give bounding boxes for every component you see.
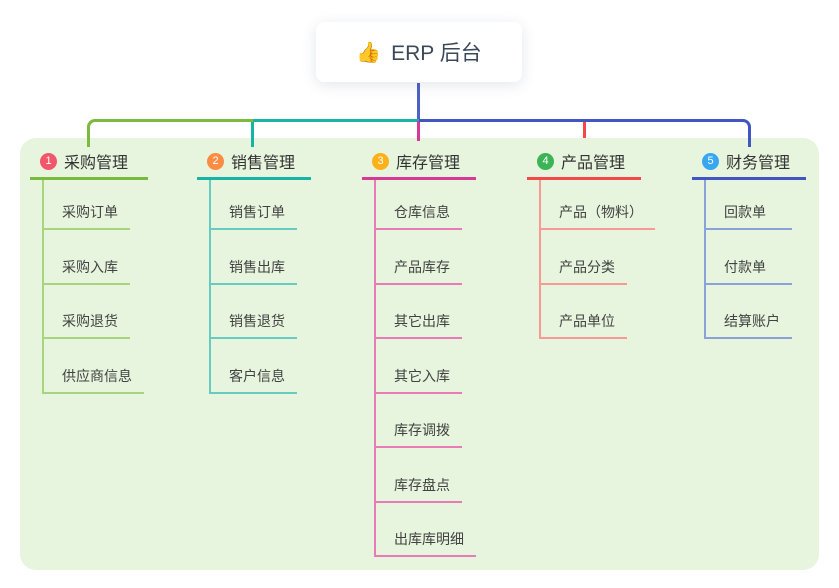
branch-label: 库存管理 xyxy=(396,155,461,172)
branch-column: 1 采购管理 采购订单采购入库采购退货供应商信息 xyxy=(30,150,148,394)
node-label: 产品单位 xyxy=(559,313,615,329)
branch-children: 产品（物料） 产品分类产品单位 xyxy=(539,180,655,339)
branch-label: 销售管理 xyxy=(231,155,296,172)
branch-children: 销售订单销售出库销售退货客户信息 xyxy=(209,180,311,394)
branch-header-node[interactable]: 1 采购管理 xyxy=(30,150,148,180)
branch-column: 3 库存管理 仓库信息产品库存其它出库其它入库库存调拨库存盘点出库库明细 xyxy=(362,150,476,557)
mindmap-node[interactable]: 采购订单 xyxy=(44,180,130,230)
mindmap-node[interactable]: 采购退货 xyxy=(44,285,130,339)
mindmap-node[interactable]: 付款单 xyxy=(706,230,792,285)
mindmap-node[interactable]: 出库库明细 xyxy=(376,503,476,557)
branches-panel xyxy=(20,138,819,570)
node-label: 销售退货 xyxy=(229,313,285,329)
connector-line xyxy=(87,119,253,147)
connector-line xyxy=(251,119,420,122)
mindmap-node[interactable]: 其它出库 xyxy=(376,285,462,339)
mindmap-node[interactable]: 库存盘点 xyxy=(376,448,462,503)
node-label: 仓库信息 xyxy=(394,204,450,220)
branch-label: 产品管理 xyxy=(561,155,626,172)
connector-line xyxy=(583,121,586,138)
mindmap-node[interactable]: 产品单位 xyxy=(541,285,627,339)
branch-number-badge: 1 xyxy=(40,152,57,170)
mindmap-node[interactable]: 回款单 xyxy=(706,180,792,230)
mindmap-node[interactable]: 销售出库 xyxy=(211,230,297,285)
branch-label: 采购管理 xyxy=(64,155,129,172)
root-node[interactable]: 👍 ERP 后台 xyxy=(316,22,522,82)
node-label: 回款单 xyxy=(724,204,766,220)
mindmap-node[interactable]: 其它入库 xyxy=(376,339,462,394)
branch-children: 仓库信息产品库存其它出库其它入库库存调拨库存盘点出库库明细 xyxy=(374,180,476,557)
mindmap-node[interactable]: 客户信息 xyxy=(211,339,297,394)
connector-line xyxy=(419,119,751,147)
node-label: 采购退货 xyxy=(62,313,118,329)
branch-number-badge: 3 xyxy=(372,152,389,170)
node-label: 结算账户 xyxy=(724,313,780,329)
connector-line xyxy=(417,121,420,141)
branch-children: 回款单付款单结算账户 xyxy=(704,180,806,339)
node-label: 产品分类 xyxy=(559,258,615,275)
mindmap-node[interactable]: 产品（物料） xyxy=(541,180,655,230)
root-label: ERP 后台 xyxy=(391,42,482,65)
mindmap-node[interactable]: 库存调拨 xyxy=(376,394,462,448)
mindmap-node[interactable]: 产品库存 xyxy=(376,230,462,285)
branch-children: 采购订单采购入库采购退货供应商信息 xyxy=(42,180,148,394)
node-label: 采购订单 xyxy=(62,204,118,220)
branch-header-node[interactable]: 3 库存管理 xyxy=(362,150,476,180)
mindmap-node[interactable]: 产品分类 xyxy=(541,230,627,285)
connector-line xyxy=(251,121,254,147)
node-label: 其它入库 xyxy=(394,367,450,384)
node-label: 库存调拨 xyxy=(394,422,450,438)
node-label: 付款单 xyxy=(724,258,766,275)
mindmap-node[interactable]: 结算账户 xyxy=(706,285,792,339)
mindmap-node[interactable]: 销售订单 xyxy=(211,180,297,230)
node-label: 供应商信息 xyxy=(62,367,132,384)
node-label: 其它出库 xyxy=(394,313,450,329)
branch-header-node[interactable]: 4 产品管理 xyxy=(527,150,641,180)
branch-number-badge: 2 xyxy=(207,152,224,170)
thumbs-up-icon: 👍 xyxy=(356,41,382,64)
node-label: 产品库存 xyxy=(394,258,450,275)
mindmap-node[interactable]: 供应商信息 xyxy=(44,339,144,394)
node-label: 采购入库 xyxy=(62,258,118,275)
mindmap-node[interactable]: 采购入库 xyxy=(44,230,130,285)
node-label: 客户信息 xyxy=(229,367,285,384)
node-label: 产品（物料） xyxy=(559,204,643,220)
branch-header-node[interactable]: 5 财务管理 xyxy=(692,150,806,180)
node-label: 销售订单 xyxy=(229,204,285,220)
branch-column: 5 财务管理 回款单付款单结算账户 xyxy=(692,150,806,339)
node-label: 库存盘点 xyxy=(394,476,450,493)
branch-column: 2 销售管理 销售订单销售出库销售退货客户信息 xyxy=(197,150,311,394)
node-label: 销售出库 xyxy=(229,258,285,275)
mindmap-node[interactable]: 销售退货 xyxy=(211,285,297,339)
branch-label: 财务管理 xyxy=(726,155,791,172)
connector-line xyxy=(417,83,420,121)
branch-number-badge: 5 xyxy=(702,152,719,170)
branch-column: 4 产品管理 产品（物料） 产品分类产品单位 xyxy=(527,150,655,339)
branch-number-badge: 4 xyxy=(537,152,554,170)
node-label: 出库库明细 xyxy=(394,531,464,547)
branch-header-node[interactable]: 2 销售管理 xyxy=(197,150,311,180)
mindmap-node[interactable]: 仓库信息 xyxy=(376,180,462,230)
